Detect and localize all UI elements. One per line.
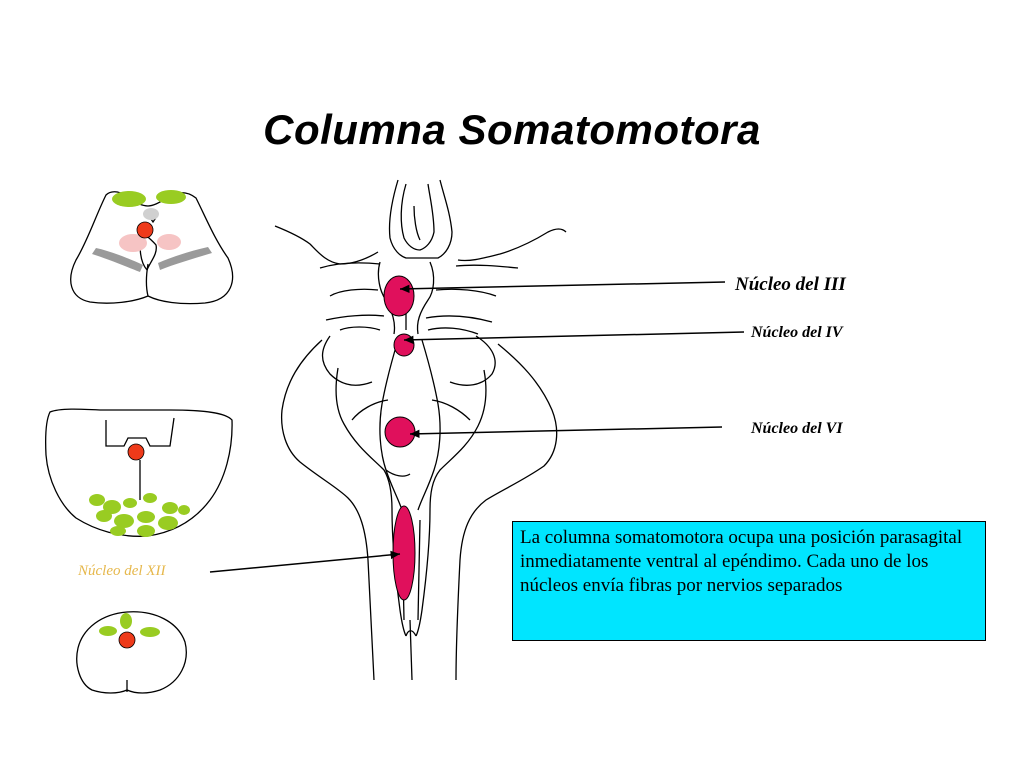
label-nucleus-iv: Núcleo del IV (751, 324, 843, 341)
callout-text: La columna somatomotora ocupa una posici… (520, 527, 963, 596)
midbrain-section-outline (70, 191, 234, 305)
leader-line-vi (409, 426, 723, 438)
spinal-green-horns (99, 613, 160, 637)
medulla-section (44, 408, 233, 537)
spinal-nucleus-marker (118, 631, 136, 649)
nuclei (383, 275, 416, 601)
label-nucleus-vi: Núcleo del VI (751, 420, 843, 437)
midbrain-pink-right (157, 234, 181, 250)
nucleus-iii (383, 275, 415, 317)
spinal-section (76, 611, 187, 694)
label-nucleus-iii: Núcleo del III (735, 274, 846, 295)
nucleus-iv (393, 333, 415, 357)
midbrain-pink-left (119, 234, 147, 252)
nucleus-xii (392, 505, 416, 601)
midbrain-grey-band-right (158, 247, 212, 270)
midbrain-grey-band-left (92, 248, 143, 272)
leader-lines (209, 281, 745, 573)
slide-title: Columna Somatomotora (263, 106, 761, 153)
nucleus-vi (384, 416, 416, 448)
midbrain-nucleus-marker (136, 221, 154, 239)
medulla-section-outline (44, 408, 233, 537)
midbrain-green-left (112, 191, 146, 207)
leader-line-iv (403, 331, 745, 344)
leader-line-iii (399, 281, 726, 293)
midbrain-grey-spot (143, 208, 159, 220)
midbrain-green-right (156, 190, 186, 204)
medulla-green-cluster (89, 493, 190, 537)
leader-line-xii (209, 550, 401, 573)
medulla-ventricle (105, 417, 175, 447)
midbrain-aqueduct (139, 230, 157, 272)
label-nucleus-xii: Núcleo del XII (78, 563, 166, 579)
medulla-nucleus-marker (127, 443, 145, 461)
callout-box: La columna somatomotora ocupa una posici… (512, 521, 986, 641)
midbrain-ventral-notch (145, 263, 149, 297)
